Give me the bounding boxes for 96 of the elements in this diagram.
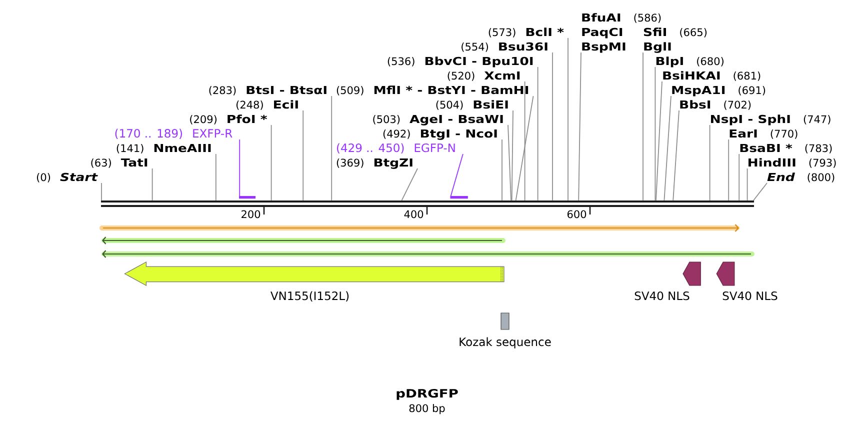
enzyme-name: BclI * (526, 28, 564, 36)
leader-line (578, 52, 582, 201)
position-label: (0) (36, 173, 50, 182)
leader-line (215, 154, 216, 201)
sequence-length: 800 bp (409, 404, 445, 414)
sequence-end-label: End (767, 172, 795, 182)
leader-line (654, 66, 656, 201)
enzyme-name: BtgZI (374, 158, 412, 169)
leader-line (753, 182, 768, 201)
position-label: (680) (697, 57, 724, 66)
leader-line (642, 52, 644, 201)
enzyme-name: BbsI (680, 100, 710, 109)
enzyme-name: BsiHKAI (663, 71, 720, 80)
leader-line (401, 168, 418, 201)
feature-label: VN155(I152L) (270, 291, 349, 302)
leader-line (302, 110, 304, 201)
primer-bar (450, 196, 468, 199)
position-label: (783) (805, 144, 832, 154)
leader-line (746, 168, 748, 201)
leader-line (101, 182, 102, 201)
scale-label: 200 (242, 210, 260, 218)
enzyme-name: BtsI - BtsαI (246, 86, 326, 94)
enzyme-name: BspMI (582, 42, 626, 53)
enzyme-name: BglI (644, 42, 671, 53)
feature-label: SV40 NLS (722, 291, 778, 300)
enzyme-name: BsiEI (474, 100, 508, 109)
leader-line (672, 110, 680, 201)
position-label: (503) (373, 115, 400, 124)
leader-line (728, 139, 730, 201)
leader-line (511, 110, 514, 201)
leader-line (239, 139, 240, 196)
position-label: (586) (634, 14, 661, 23)
enzyme-name: TatI (120, 158, 148, 167)
position-label: (504) (436, 100, 463, 110)
enzyme-name: XcmI (484, 72, 520, 80)
position-label: (141) (116, 144, 144, 154)
leader-line (450, 154, 464, 196)
leader-line (524, 81, 526, 201)
enzyme-name: HindIII (748, 158, 796, 167)
enzyme-name: PfoI * (228, 114, 268, 124)
position-label: (170 .. 189) (115, 128, 182, 140)
enzyme-name: BbvCI - Bpu10I (425, 56, 533, 68)
position-label: (509) (336, 86, 364, 96)
position-label: (793) (809, 158, 836, 168)
leader-line (331, 96, 332, 201)
primer-bar (239, 196, 256, 199)
leader-line (664, 96, 672, 201)
position-label: (554) (462, 42, 488, 52)
position-label: (702) (724, 100, 751, 110)
position-label: (63) (91, 158, 111, 168)
enzyme-name: AgeI - BsaWI (410, 115, 503, 126)
position-label: (800) (808, 173, 834, 182)
scale-label: 400 (404, 210, 424, 218)
position-label: (209) (190, 115, 216, 124)
scale-label: 600 (568, 210, 586, 218)
enzyme-name: NmeAIII (154, 144, 211, 152)
position-label: (747) (804, 115, 830, 124)
position-label: (492) (383, 130, 410, 139)
feature-label: SV40 NLS (634, 291, 690, 300)
leader-line (515, 96, 534, 201)
enzyme-name: SfiI (644, 28, 666, 36)
primer-name: EGFP-N (414, 143, 455, 152)
leader-line (270, 124, 272, 201)
leader-line (738, 154, 740, 201)
position-label: (770) (770, 130, 798, 139)
leader-line (709, 124, 710, 201)
position-label: (248) (236, 100, 263, 110)
position-label: (665) (680, 28, 707, 38)
enzyme-name: BfuAI (582, 13, 620, 22)
enzyme-name: MspA1I (672, 86, 725, 96)
enzyme-name: BsaBI * (740, 144, 792, 152)
position-label: (691) (738, 86, 766, 96)
feature-label: Kozak sequence (460, 337, 551, 348)
position-label: (681) (734, 72, 760, 81)
enzyme-name: MflI * - BstYI - BamHI (374, 86, 528, 94)
leader-line (508, 124, 512, 201)
enzyme-name: NspI - SphI (711, 114, 790, 126)
position-label: (369) (336, 158, 364, 168)
enzyme-name: BtgI - NcoI (420, 130, 497, 140)
primer-name: EXFP-R (193, 129, 232, 138)
enzyme-name: PaqCI (582, 28, 622, 38)
leader-line (552, 52, 553, 201)
sequence-end-label: Start (60, 172, 98, 182)
enzyme-name: BlpI (656, 56, 683, 68)
leader-line (656, 81, 662, 201)
position-label: (573) (488, 28, 516, 38)
enzyme-name: EciI (274, 100, 298, 109)
map-title: pDRGFP (396, 388, 458, 400)
enzyme-name: EarI (730, 130, 757, 138)
position-label: (429 .. 450) (337, 143, 404, 154)
leader-line (537, 66, 538, 201)
position-label: (283) (209, 86, 236, 96)
position-label: (536) (388, 57, 414, 66)
leader-line (152, 168, 153, 201)
enzyme-name: Bsu36I (499, 42, 548, 51)
position-label: (520) (448, 72, 474, 81)
